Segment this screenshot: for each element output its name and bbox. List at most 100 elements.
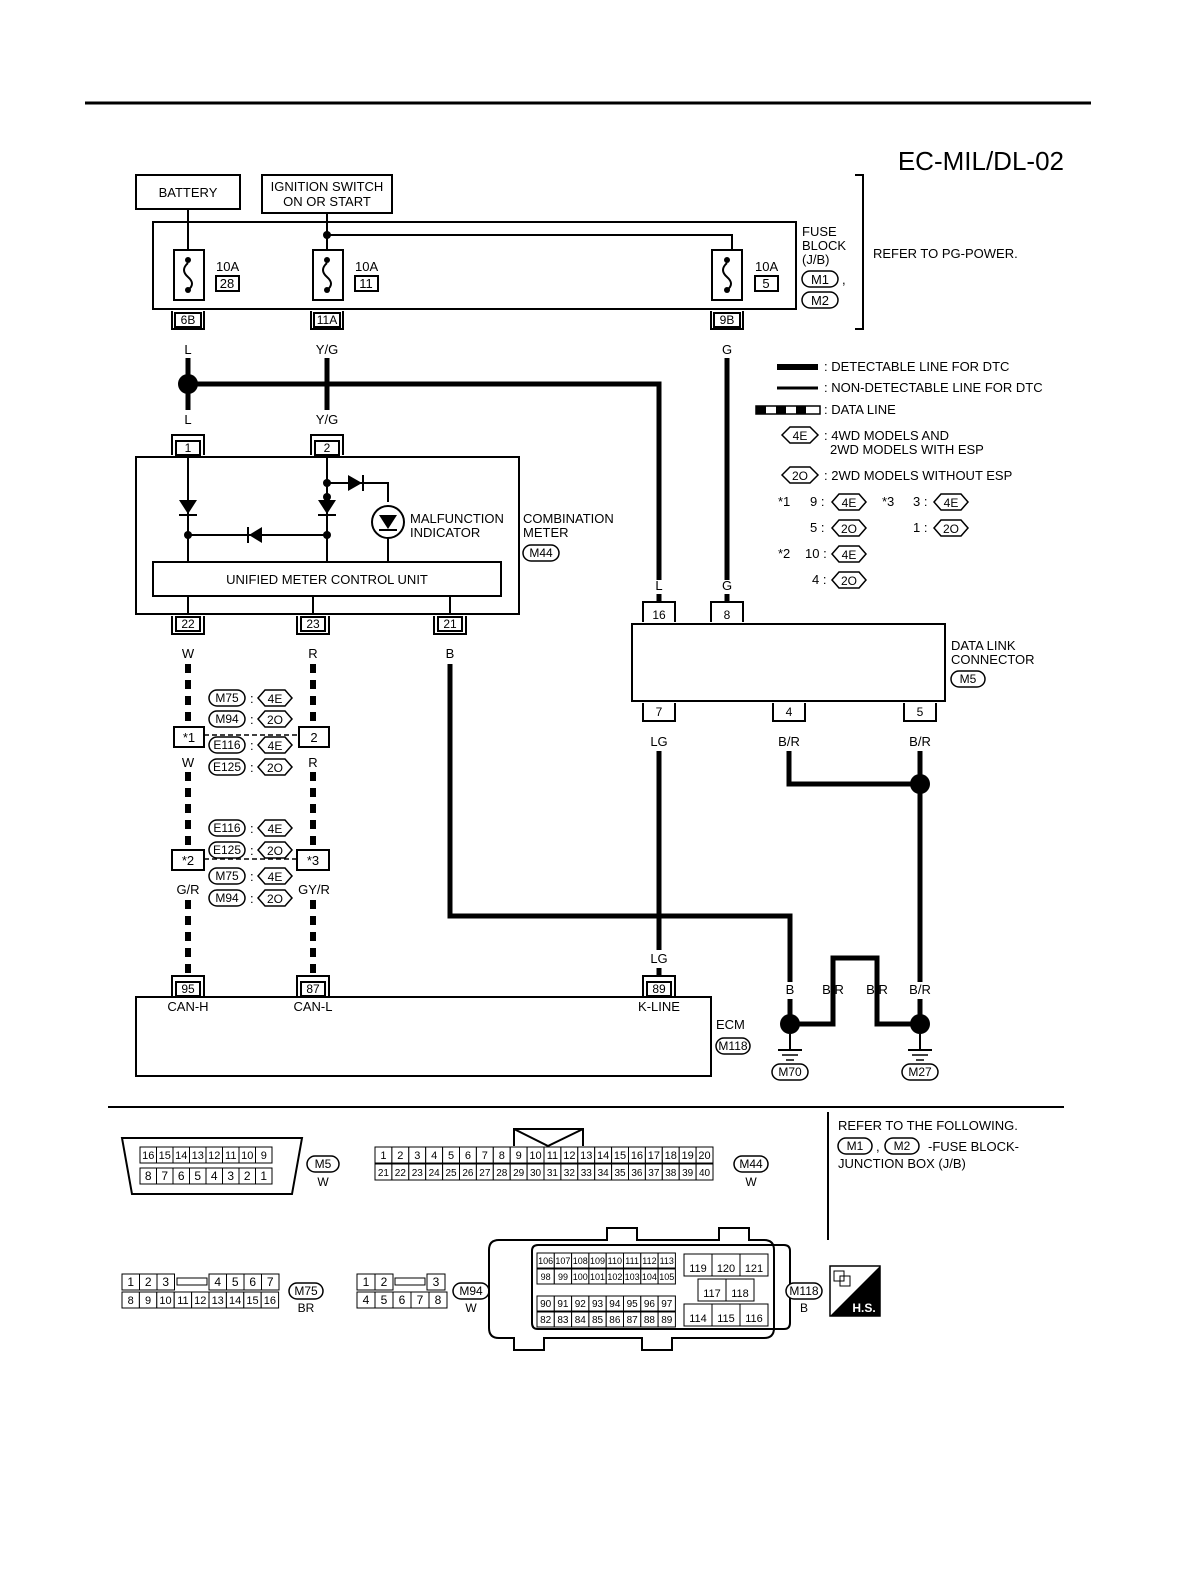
pin-number: 7 [161, 1169, 168, 1183]
pin-number: 3 [433, 1275, 440, 1289]
dlc-pin-5: 5 [903, 703, 937, 722]
pin-number: 6 [465, 1150, 471, 1162]
legend-star1-b: 5 : [810, 520, 824, 535]
svg-text:M75: M75 [215, 869, 239, 883]
ecm-label: ECM [716, 1017, 745, 1032]
pin-number: 11 [177, 1295, 188, 1307]
pin-number: 27 [479, 1168, 491, 1179]
pin-number: 83 [557, 1315, 569, 1326]
pin-number: 87 [627, 1315, 639, 1326]
svg-text:R: R [308, 755, 317, 770]
svg-text:2: 2 [324, 441, 331, 455]
dlc-pin-4: 4 [772, 703, 806, 722]
pin-number: 107 [555, 1256, 570, 1266]
svg-text:E125: E125 [213, 760, 241, 774]
pin-number: 24 [429, 1168, 441, 1179]
unified-meter-label: UNIFIED METER CONTROL UNIT [226, 572, 428, 587]
svg-text:21: 21 [443, 617, 457, 631]
legend-non-detectable: : NON-DETECTABLE LINE FOR DTC [824, 380, 1043, 395]
pin-number: 21 [378, 1168, 390, 1179]
pin-number: 3 [227, 1169, 234, 1183]
pin-number: 28 [496, 1168, 508, 1179]
pin-number: 17 [648, 1150, 660, 1162]
legend-star2-a: 10 : [805, 546, 827, 561]
pin-number: 13 [212, 1295, 224, 1307]
fuse-5-number: 5 [762, 276, 769, 291]
svg-text:M118: M118 [718, 1039, 747, 1053]
pin-number: 6 [249, 1275, 256, 1289]
dlc-pin-16: 16 [642, 601, 676, 622]
pin-number: 85 [592, 1315, 604, 1326]
svg-text:,: , [876, 1139, 880, 1154]
svg-text:M5: M5 [960, 672, 977, 686]
wire-label-yg-top: Y/G [316, 342, 338, 357]
ignition-splice [323, 231, 331, 239]
svg-text:4E: 4E [944, 496, 959, 510]
svg-text:M94: M94 [459, 1284, 483, 1298]
pin-number: 94 [609, 1299, 621, 1310]
svg-text:E116: E116 [213, 821, 240, 835]
pin-number: 11 [547, 1150, 558, 1162]
pin-number: 86 [609, 1315, 621, 1326]
ground-splice-m70 [780, 1014, 800, 1034]
pin-number: 30 [530, 1168, 542, 1179]
svg-text:8: 8 [724, 608, 731, 622]
pin-number: 1 [380, 1150, 386, 1162]
joint-connector-2: *2 *3 E116 : 4E E125 : 2O M75 : 4E M94 :… [171, 819, 330, 907]
pin-number: 3 [414, 1150, 420, 1162]
ignition-switch-box [261, 174, 393, 214]
pin-number: 7 [267, 1275, 274, 1289]
tag-m1 [801, 270, 839, 288]
pin-number: 108 [573, 1256, 588, 1266]
pin-number: 82 [540, 1315, 552, 1326]
svg-text:4E: 4E [842, 496, 857, 510]
pin-number: 98 [541, 1272, 551, 1282]
ecm-can-l: CAN-L [293, 999, 332, 1014]
pin-number: 2 [381, 1275, 388, 1289]
pin-number: 19 [682, 1150, 694, 1162]
svg-text::: : [250, 821, 254, 836]
pin-number: 4 [431, 1150, 437, 1162]
pin-number: 31 [547, 1168, 559, 1179]
wire-label-w: W [182, 646, 195, 661]
ecm-k-line: K-LINE [638, 999, 680, 1014]
wire-label-r: R [308, 646, 317, 661]
svg-text:M2: M2 [894, 1139, 911, 1153]
pin-number: 91 [557, 1299, 569, 1310]
wire-label-b: B [446, 646, 455, 661]
pin-number: 8 [128, 1295, 134, 1307]
svg-text:23: 23 [306, 617, 320, 631]
svg-text:2O: 2O [267, 761, 283, 775]
ground-splice-m27 [910, 1014, 930, 1034]
svg-text:2O: 2O [267, 713, 283, 727]
svg-text:4E: 4E [842, 548, 857, 562]
wire-label-l-dlc: L [655, 578, 662, 593]
pin-number: 120 [717, 1263, 735, 1275]
pin-number: 110 [608, 1256, 622, 1266]
tag-m2-label: M2 [811, 293, 829, 308]
fuse-block-box [152, 221, 797, 310]
meter-pin-22: 22 [171, 616, 205, 635]
svg-text:2O: 2O [792, 469, 808, 483]
wire-label-br-dlc-4: B/R [778, 734, 800, 749]
pin-number: 90 [540, 1299, 552, 1310]
terminal-11a: 11A [310, 311, 344, 330]
svg-text:M94: M94 [215, 891, 239, 905]
wire-label-g-top: G [722, 342, 732, 357]
pin-number: 89 [661, 1315, 673, 1326]
pin-number: 104 [642, 1272, 657, 1282]
fuse-11-amp: 10A [355, 259, 378, 274]
pin-number: 12 [208, 1150, 220, 1162]
pin-number: 35 [614, 1168, 626, 1179]
svg-text:4: 4 [786, 705, 793, 719]
svg-text:87: 87 [306, 982, 320, 996]
data-link-connector-box [631, 623, 946, 702]
pin-number: 9 [516, 1150, 522, 1162]
pin-number: 114 [689, 1313, 707, 1325]
pin-number: 4 [211, 1169, 218, 1183]
pin-number: 5 [194, 1169, 201, 1183]
unified-meter-control-unit [152, 561, 502, 597]
pin-number: 5 [232, 1275, 239, 1289]
pin-number: 93 [592, 1299, 604, 1310]
